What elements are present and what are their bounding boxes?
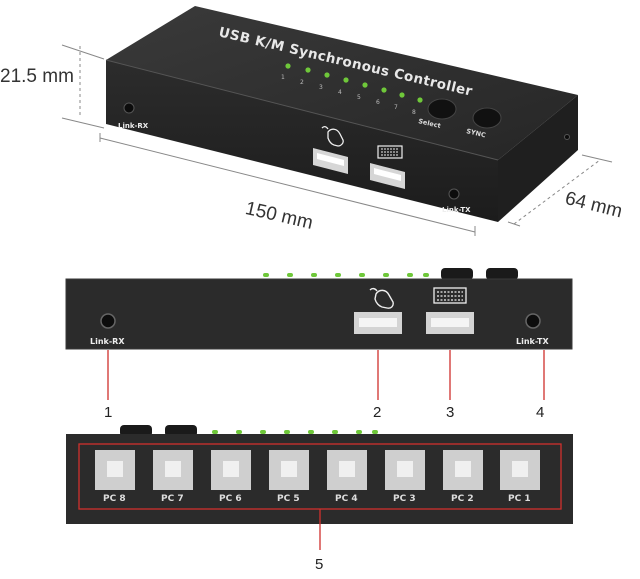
- link-rx-label: Link-RX: [90, 337, 125, 346]
- svg-text:4: 4: [338, 89, 342, 96]
- svg-text:1: 1: [281, 74, 285, 81]
- rear-led-edge-row: [212, 430, 378, 434]
- dimension-lines: [61, 44, 613, 236]
- callout-1: 1: [104, 404, 113, 421]
- keyboard-usb-port-top[interactable]: [370, 163, 405, 189]
- link-tx-jack-front[interactable]: [525, 313, 541, 329]
- mouse-usb-port-top[interactable]: [313, 148, 348, 174]
- pc-label-3: PC 3: [393, 494, 416, 504]
- usb-b-port-pc6[interactable]: [211, 450, 251, 490]
- callout-4: 4: [536, 404, 545, 421]
- sync-button[interactable]: [472, 107, 502, 129]
- keyboard-usb-port[interactable]: [426, 312, 474, 334]
- mouse-icon: [321, 125, 344, 147]
- usb-b-port-pc7[interactable]: [153, 450, 193, 490]
- device-top-face: [106, 6, 578, 160]
- front-mouse-icon: [369, 287, 394, 309]
- mouse-usb-port[interactable]: [354, 312, 402, 334]
- pc-label-1: PC 1: [508, 494, 531, 504]
- svg-text:6: 6: [376, 99, 380, 106]
- keyboard-icon: [377, 145, 403, 159]
- front-panel-view: [65, 268, 573, 400]
- svg-text:7: 7: [394, 104, 398, 111]
- callout-3: 3: [446, 404, 455, 421]
- device-perspective-view: USB K/M Synchronous Controller 1 2 3 4 5…: [61, 6, 613, 236]
- front-led-edge-row: [263, 273, 429, 277]
- height-dimension-label: 21.5 mm: [0, 66, 74, 87]
- svg-text:2: 2: [300, 79, 304, 86]
- select-button[interactable]: [427, 98, 457, 120]
- usb-b-port-pc1[interactable]: [500, 450, 540, 490]
- pc-label-2: PC 2: [451, 494, 474, 504]
- pc-label-4: PC 4: [335, 494, 358, 504]
- link-tx-label: Link-TX: [516, 337, 549, 346]
- link-rx-label-top: Link-RX: [118, 122, 149, 130]
- rear-panel-view: [66, 425, 573, 550]
- front-keyboard-icon: [433, 287, 467, 304]
- svg-text:5: 5: [357, 94, 361, 101]
- pc-label-7: PC 7: [161, 494, 184, 504]
- select-button-edge: [441, 268, 473, 280]
- pc-label-8: PC 8: [103, 494, 126, 504]
- link-rx-jack[interactable]: [123, 102, 135, 114]
- callout-lines: [107, 350, 545, 400]
- pc-label-5: PC 5: [277, 494, 300, 504]
- link-tx-label-top: Link-TX: [442, 206, 471, 214]
- usb-b-port-pc3[interactable]: [385, 450, 425, 490]
- led-number-labels: 1 2 3 4 5 6 7 8: [281, 74, 416, 116]
- link-rx-jack-front[interactable]: [100, 313, 116, 329]
- link-tx-jack[interactable]: [448, 188, 460, 200]
- usb-b-port-pc5[interactable]: [269, 450, 309, 490]
- usb-b-port-pc8[interactable]: [95, 450, 135, 490]
- callout-5: 5: [315, 556, 324, 573]
- usb-b-port-pc2[interactable]: [443, 450, 483, 490]
- svg-text:8: 8: [412, 109, 416, 116]
- svg-text:3: 3: [319, 84, 323, 91]
- led-row: [285, 63, 423, 103]
- pc-ports: [95, 450, 540, 490]
- pc-label-6: PC 6: [219, 494, 242, 504]
- sync-button-edge: [486, 268, 518, 280]
- callout-2: 2: [373, 404, 382, 421]
- usb-b-port-pc4[interactable]: [327, 450, 367, 490]
- device-side-face: [498, 95, 578, 222]
- front-panel-body: [66, 279, 572, 349]
